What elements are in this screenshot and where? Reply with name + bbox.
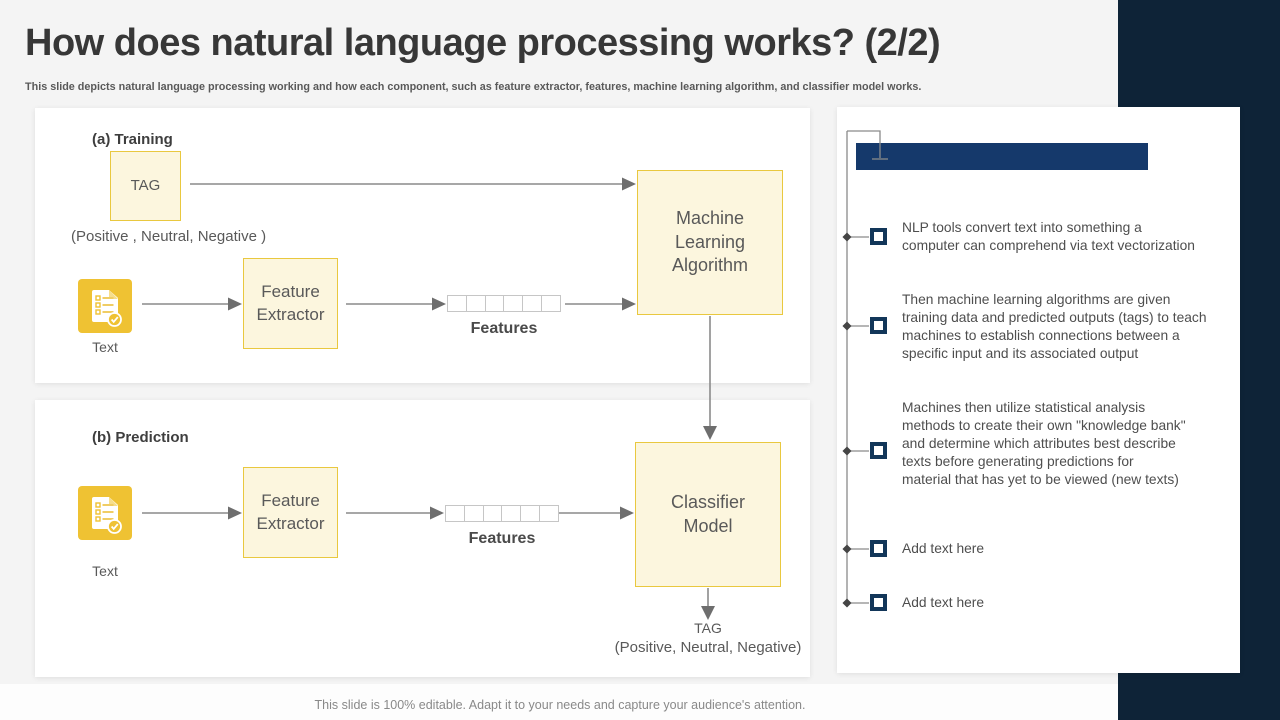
prediction-heading: (b) Prediction [92,429,189,446]
feature-cell [482,505,502,522]
bullet-square-marker [870,594,887,611]
feature-cell [463,505,483,522]
prediction-tag-values: (Positive, Neutral, Negative) [614,639,802,656]
document-checklist-icon [92,497,122,534]
training-feature-extractor-box: Feature Extractor [243,258,338,349]
feature-cell [445,505,464,522]
prediction-feature-cells [445,505,559,522]
training-text-label: Text [92,339,118,355]
training-tag-label: TAG [130,177,161,195]
prediction-feature-extractor-box: Feature Extractor [243,467,338,558]
training-tag-box: TAG [110,151,181,221]
text-document-icon [78,279,132,333]
feature-cell [503,295,523,312]
prediction-panel: (b) Prediction Text Feature Extractor Fe… [35,400,810,677]
feature-cell [484,295,504,312]
feature-cell [522,295,542,312]
prediction-text-label: Text [92,563,118,579]
feature-cell [501,505,521,522]
bullet-text: Add text here [902,541,985,556]
footer-strip [0,684,1118,720]
feature-cell [541,295,561,312]
slide-title: How does natural language processing wor… [25,22,941,64]
ml-algorithm-box: Machine Learning Algorithm [637,170,783,315]
document-checklist-icon [92,290,122,327]
feature-extractor-label: Feature Extractor [256,282,325,324]
training-feature-cells [447,295,561,312]
training-panel: (a) Training TAG (Positive , Neutral, Ne… [35,108,810,383]
training-tag-values: (Positive , Neutral, Negative ) [71,228,267,245]
feature-cell [539,505,559,522]
training-heading: (a) Training [92,131,173,148]
training-features-label: Features [470,320,538,337]
bullet-text: Add text here [902,595,985,610]
bullet-square-marker [870,540,887,557]
text-document-icon [78,486,132,540]
slide-subtitle: This slide depicts natural language proc… [25,81,922,93]
bullet-text: Then machine learning algorithms are giv… [902,292,1207,361]
ml-algorithm-label: Machine Learning Algorithm [671,207,749,276]
bullet-square-marker [870,228,887,245]
bullet-square-marker [870,442,887,459]
prediction-tag-output: TAG [694,620,722,636]
prediction-features-label: Features [468,530,536,547]
bullet-text: NLP tools convert text into something a … [902,220,1195,253]
bullet-square-marker [870,317,887,334]
feature-extractor-label: Feature Extractor [256,491,325,533]
feature-cell [447,295,466,312]
feature-cell [520,505,540,522]
notes-header-bar [856,143,1148,170]
notes-panel: NLP tools convert text into something a … [837,107,1240,673]
classifier-model-box: Classifier Model [635,442,781,587]
feature-cell [465,295,485,312]
bullet-text: Machines then utilize statistical analys… [902,400,1186,487]
classifier-model-label: Classifier Model [670,491,745,536]
footer-note: This slide is 100% editable. Adapt it to… [314,698,806,712]
